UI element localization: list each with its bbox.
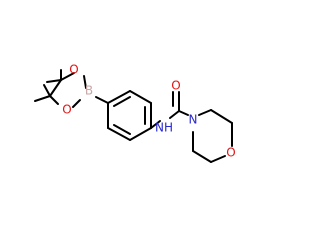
phenyl-bond-5 — [107, 127, 131, 141]
atom-o-lower: O — [62, 103, 71, 117]
molecule-structure: O O B NH O N O — [34, 63, 236, 163]
bond-b-o-up — [83, 75, 87, 89]
bond-lines — [34, 69, 233, 163]
atom-o-morpholine: O — [226, 146, 235, 160]
phenyl-bond-2 — [129, 90, 152, 104]
atom-boron: B — [85, 84, 93, 98]
structure-canvas: O O B NH O N O — [34, 62, 236, 163]
atom-o-upper: O — [69, 63, 78, 77]
morpholine-bond-5 — [192, 150, 212, 163]
bond-c-c-ring — [49, 79, 62, 97]
bond-b-phenyl — [95, 96, 109, 104]
bond-methyl-4 — [34, 95, 51, 102]
atom-n-morpholine: N — [189, 113, 198, 127]
morpholine-bond-2 — [210, 109, 233, 124]
bond-c-o-low — [49, 95, 59, 105]
bond-methyl-2 — [46, 79, 62, 83]
atom-nh: NH — [155, 121, 173, 135]
atom-labels: O O B NH O N O — [62, 63, 235, 160]
phenyl-inner-1 — [113, 96, 131, 107]
bond-b-o-low — [72, 99, 81, 108]
morpholine-bond-1 — [198, 109, 212, 116]
phenyl-bond-4 — [129, 127, 152, 141]
phenyl-bond-1 — [107, 90, 131, 104]
bond-methyl-3 — [43, 84, 51, 97]
bond-carbonyl-n — [178, 110, 189, 116]
morpholine-bond-4 — [210, 155, 226, 163]
bond-o-up-c — [60, 72, 75, 81]
phenyl-inner-3 — [113, 124, 131, 135]
atom-o-carbonyl: O — [171, 79, 180, 93]
bond-nh-carbonyl — [169, 110, 180, 119]
bond-phenyl-nh — [150, 120, 161, 129]
